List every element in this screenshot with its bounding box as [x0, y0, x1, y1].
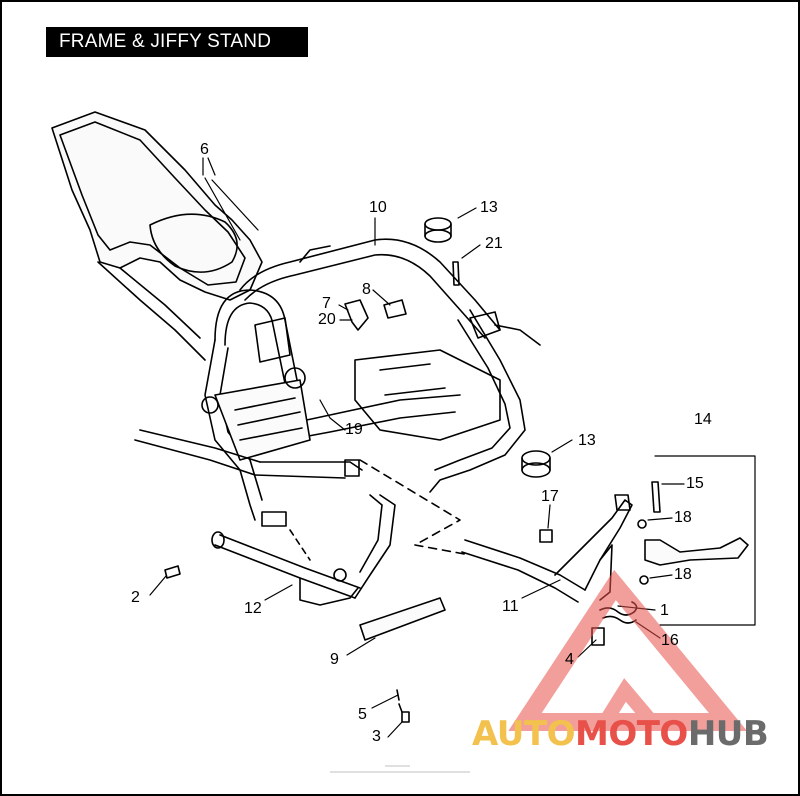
watermark-moto: MOTO [574, 714, 688, 754]
callout-11: 11 [502, 598, 519, 615]
jiffy-stand-leg [464, 539, 586, 591]
callout-6: 6 [200, 141, 209, 158]
callout-5: 5 [358, 706, 367, 723]
callout-18-upper: 18 [674, 509, 692, 526]
callout-9: 9 [330, 651, 339, 668]
callout-1: 1 [660, 602, 669, 619]
callout-21: 21 [485, 235, 503, 252]
callout-13-lower: 13 [578, 432, 596, 449]
footer-marks [330, 765, 470, 773]
callout-15: 15 [686, 475, 704, 492]
callout-7: 7 [322, 295, 331, 312]
rear-fender [51, 111, 263, 301]
callout-2: 2 [131, 589, 140, 606]
cross-member [214, 544, 356, 599]
callout-4: 4 [565, 651, 574, 668]
callout-14: 14 [694, 411, 712, 428]
watermark-auto: AUTO [472, 714, 575, 754]
callout-8: 8 [362, 281, 371, 298]
callout-20: 20 [318, 311, 336, 328]
diagram-title: FRAME & JIFFY STAND [46, 27, 308, 57]
front-down-tube [429, 309, 526, 493]
callout-13-top: 13 [480, 199, 498, 216]
side-loop-tube [214, 289, 306, 431]
callout-17: 17 [541, 488, 559, 505]
watermark-triangle [508, 569, 748, 731]
callout-12: 12 [244, 600, 262, 617]
callout-3: 3 [372, 728, 381, 745]
watermark-hub: HUB [687, 714, 769, 754]
callout-16: 16 [661, 632, 679, 649]
watermark-logo: AUTOMOTOHUB [472, 714, 769, 754]
callout-18-lower: 18 [674, 566, 692, 583]
bracket-plate [359, 597, 446, 641]
callout-10: 10 [369, 199, 387, 216]
callout-19: 19 [345, 421, 363, 438]
